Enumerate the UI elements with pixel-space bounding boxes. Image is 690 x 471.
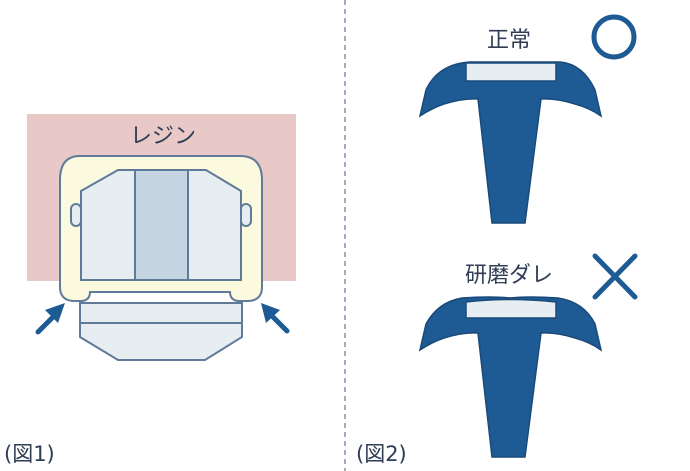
- figure-1: レジン (図1): [4, 114, 296, 466]
- left-clip: [70, 203, 82, 227]
- worn-label: 研磨ダレ: [465, 263, 553, 288]
- normal-tooth-top: [465, 62, 557, 82]
- lower-block: [79, 302, 243, 361]
- worn-tooth: [418, 296, 603, 458]
- right-arrow-icon: [261, 303, 290, 334]
- worn-ng-mark: [592, 253, 638, 300]
- figure-2: 正常 研磨ダレ (図2): [356, 14, 638, 466]
- normal-tooth: [418, 61, 603, 224]
- figure-1-caption: (図1): [4, 442, 55, 466]
- center-column: [134, 169, 189, 281]
- left-arrow-icon: [35, 303, 65, 335]
- normal-ok-mark: [591, 14, 637, 60]
- figure-2-caption: (図2): [356, 442, 407, 466]
- worn-tooth-top: [465, 298, 557, 319]
- resin-label: レジン: [130, 124, 196, 149]
- normal-label: 正常: [487, 28, 531, 53]
- right-clip: [240, 203, 252, 227]
